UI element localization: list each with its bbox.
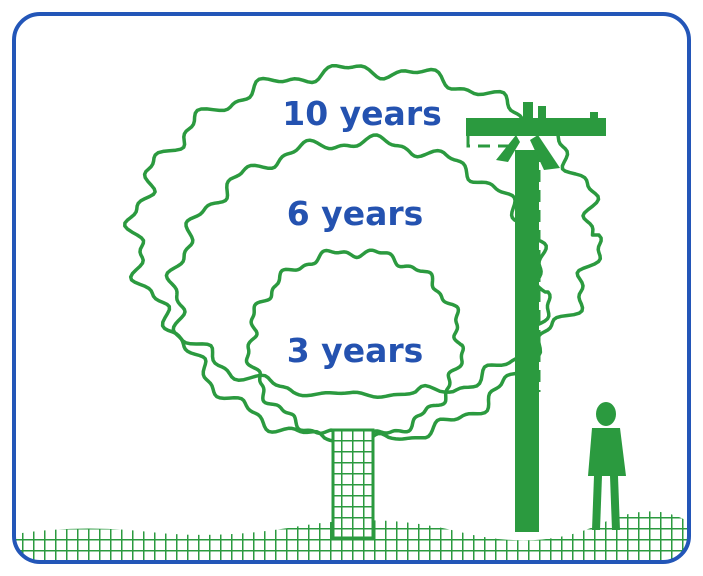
tree-trunk (333, 430, 373, 538)
label-ten-years: 10 years (282, 94, 442, 133)
utility-pole-icon (466, 102, 606, 532)
label-six-years: 6 years (287, 194, 424, 233)
person-silhouette-icon (588, 402, 626, 530)
label-three-years: 3 years (287, 331, 424, 370)
canopy-6-years (166, 135, 550, 441)
